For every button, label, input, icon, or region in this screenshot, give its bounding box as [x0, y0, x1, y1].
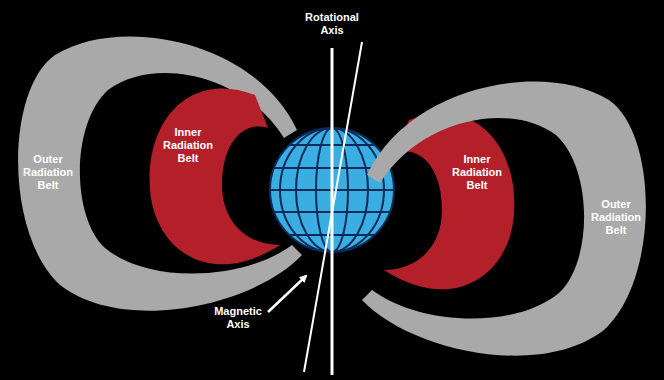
outer-belt: Outer Radiation Belt	[354, 65, 659, 375]
belt-label: Inner Radiation Belt	[446, 153, 508, 192]
inner-belt: Inner Radiation Belt	[140, 65, 290, 305]
axis-label: Magnetic Axis	[207, 305, 269, 331]
pointer-arrow	[268, 276, 306, 312]
belt-label: Outer Radiation Belt	[587, 198, 645, 237]
axis-label: Rotational Axis	[297, 11, 367, 37]
belt-shape	[140, 65, 290, 305]
magnetic-axis	[304, 42, 362, 372]
belt-label: Inner Radiation Belt	[157, 126, 219, 165]
belt-label: Outer Radiation Belt	[19, 153, 77, 192]
